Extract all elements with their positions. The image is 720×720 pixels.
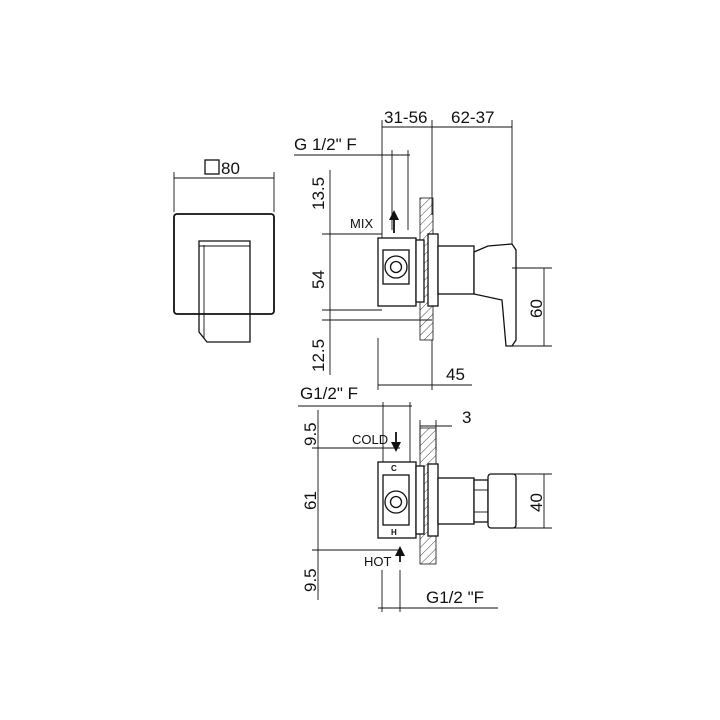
bottom-flange xyxy=(415,465,425,535)
dim-9-5-bottom: 9.5 xyxy=(301,568,320,592)
cartridge xyxy=(437,245,475,295)
dim-54: 54 xyxy=(309,270,328,289)
cold-arrow-icon xyxy=(391,442,401,452)
hot-arrow-icon xyxy=(395,546,405,556)
bottom-cartridge xyxy=(437,477,475,525)
cold-label: COLD xyxy=(352,432,388,447)
bottom-knob xyxy=(487,473,517,529)
dim-45: 45 xyxy=(446,365,465,384)
mix-label: MIX xyxy=(350,216,373,231)
inlet-hole xyxy=(389,495,403,509)
dim-3: 3 xyxy=(462,408,471,427)
square-size-icon xyxy=(204,159,220,175)
connection-bottom-top-label: G1/2" F xyxy=(300,384,358,403)
outlet-hole xyxy=(389,260,403,274)
dim-40: 40 xyxy=(527,493,546,512)
hex-nut xyxy=(473,479,489,523)
dim-12-5: 12.5 xyxy=(309,339,328,372)
mixer-flange xyxy=(415,239,425,303)
mix-arrow-icon xyxy=(389,210,399,220)
bottom-view: G1/2" F 3 9.5 61 9.5 COLD HOT C H xyxy=(298,384,552,612)
dim-31-56: 31-56 xyxy=(384,108,427,127)
dim-9-5-top: 9.5 xyxy=(301,422,320,446)
dim-13-5: 13.5 xyxy=(309,177,328,210)
front-size-label: 80 xyxy=(221,159,240,178)
connection-bottom-label: G1/2 "F xyxy=(426,588,484,607)
dim-62-37: 62-37 xyxy=(451,108,494,127)
dim-61: 61 xyxy=(301,491,320,510)
cold-mark: C xyxy=(391,464,397,473)
hot-mark: H xyxy=(391,528,397,537)
bottom-cover-plate xyxy=(427,463,439,537)
cover-plate xyxy=(173,213,275,315)
side-cover-plate xyxy=(427,233,439,307)
connection-top-label: G 1/2" F xyxy=(294,135,357,154)
side-lever xyxy=(473,243,517,347)
hot-label: HOT xyxy=(364,554,392,569)
lever-handle xyxy=(198,240,251,343)
front-view: 80 xyxy=(173,159,275,343)
dim-60: 60 xyxy=(527,299,546,318)
side-view: 31-56 62-37 G 1/2" F 13.5 54 12.5 MIX xyxy=(294,108,552,390)
